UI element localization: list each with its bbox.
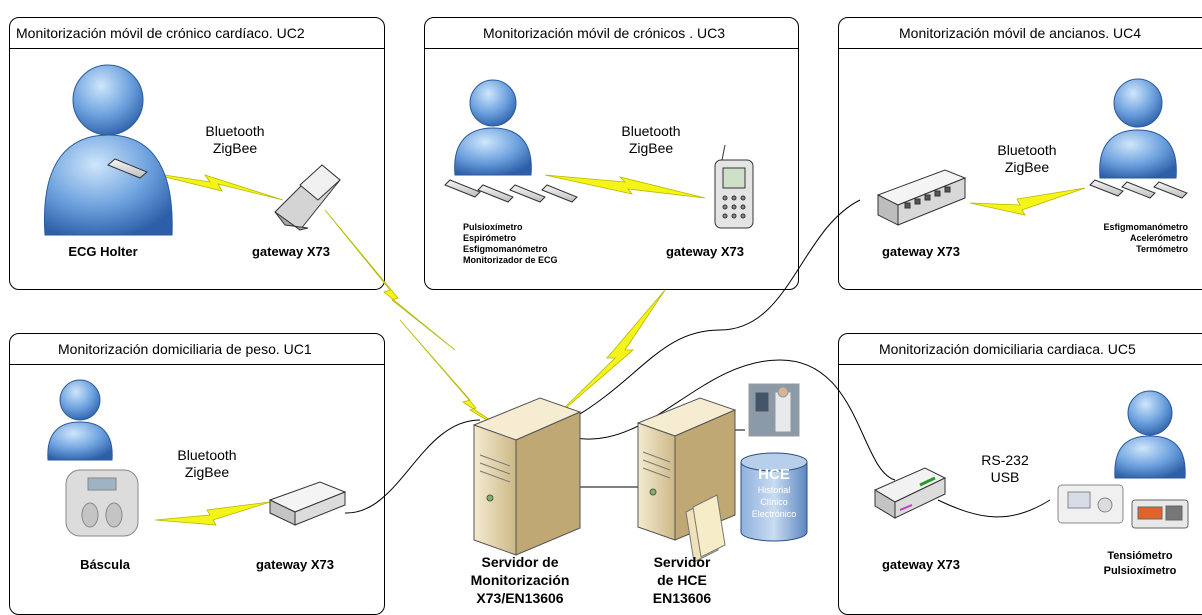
sensor-uc2 xyxy=(107,158,148,179)
device-label-uc2: ECG Holter xyxy=(68,244,138,259)
modem-icon-uc5 xyxy=(873,467,947,519)
link-label-uc1: Bluetooth ZigBee xyxy=(177,447,237,480)
link-label-uc3: Bluetooth ZigBee xyxy=(621,123,681,156)
panel-title: Monitorización móvil de ancianos. UC4 xyxy=(839,18,1202,49)
gateway-label-uc2: gateway X73 xyxy=(251,244,331,259)
panel-title: Monitorización móvil de crónicos . UC3 xyxy=(425,18,798,49)
device-list-uc5: Tensiómetro Pulsioxímetro xyxy=(1103,550,1177,577)
panel-title: Monitorización móvil de crónico cardíaco… xyxy=(10,18,384,49)
panel-title: Monitorización domiciliaria cardiaca. UC… xyxy=(839,334,1202,365)
database-icon xyxy=(740,452,808,542)
doctor-photo xyxy=(748,383,800,437)
sensor-strip-uc4 xyxy=(1089,179,1188,199)
lightning-uc3 xyxy=(544,174,706,199)
link-label-uc2: Bluetooth ZigBee xyxy=(205,123,265,156)
blood-pressure-monitor-icon xyxy=(1057,484,1124,524)
cable-uc4-gateway xyxy=(569,199,861,421)
person-uc1 xyxy=(47,379,113,461)
device-label-uc1: Báscula xyxy=(80,557,130,572)
gateway-label-uc3: gateway X73 xyxy=(665,244,745,259)
panel-uc1: Monitorización domiciliaria de peso. UC1 xyxy=(9,333,385,615)
lightning-uc2-server xyxy=(324,209,456,351)
person-uc4 xyxy=(1099,78,1177,179)
person-uc2 xyxy=(43,64,173,236)
switch-icon-uc4 xyxy=(876,169,967,226)
scale-icon-uc1 xyxy=(65,469,139,537)
person-uc5 xyxy=(1114,390,1186,479)
gateway-label-uc5: gateway X73 xyxy=(881,557,961,572)
monitoring-server-label: Servidor de Monitorización X73/EN13606 xyxy=(470,554,570,606)
cable-uc5-device xyxy=(937,499,1051,518)
database-label: HCE Historial Clínico Electrónico xyxy=(751,466,797,519)
person-uc3 xyxy=(454,79,532,176)
hce-server-icon xyxy=(636,397,737,541)
phone-icon-uc3 xyxy=(714,144,754,229)
device-list-uc3: Pulsioxímetro Espirómetro Esfigmomanómet… xyxy=(463,222,558,265)
wireless-links xyxy=(144,171,1086,526)
lightning-uc4 xyxy=(969,187,1086,216)
monitoring-server-icon xyxy=(472,397,582,556)
device-list-uc4: Esfigmomanómetro Acelerómetro Termómetro xyxy=(1103,222,1188,254)
link-label-uc4: Bluetooth ZigBee xyxy=(997,142,1057,175)
lightning-uc1 xyxy=(154,501,271,526)
lightning-uc2 xyxy=(144,171,284,201)
phone-icon-uc2 xyxy=(274,164,341,231)
hce-server-label: Servidor de HCE EN13606 xyxy=(652,554,712,606)
sensor-strip-uc3 xyxy=(444,179,578,203)
document-icon xyxy=(685,494,726,563)
gateway-label-uc1: gateway X73 xyxy=(255,557,335,572)
gateway-box-icon-uc1 xyxy=(268,481,347,526)
link-label-uc5: RS-232 USB xyxy=(981,452,1029,485)
cable-uc1-gateway xyxy=(344,419,481,514)
pulse-oximeter-icon xyxy=(1131,499,1189,529)
gateway-label-uc4: gateway X73 xyxy=(881,244,961,259)
lightning-uc3-server xyxy=(551,289,666,421)
panel-title: Monitorización domiciliaria de peso. UC1 xyxy=(10,334,384,365)
